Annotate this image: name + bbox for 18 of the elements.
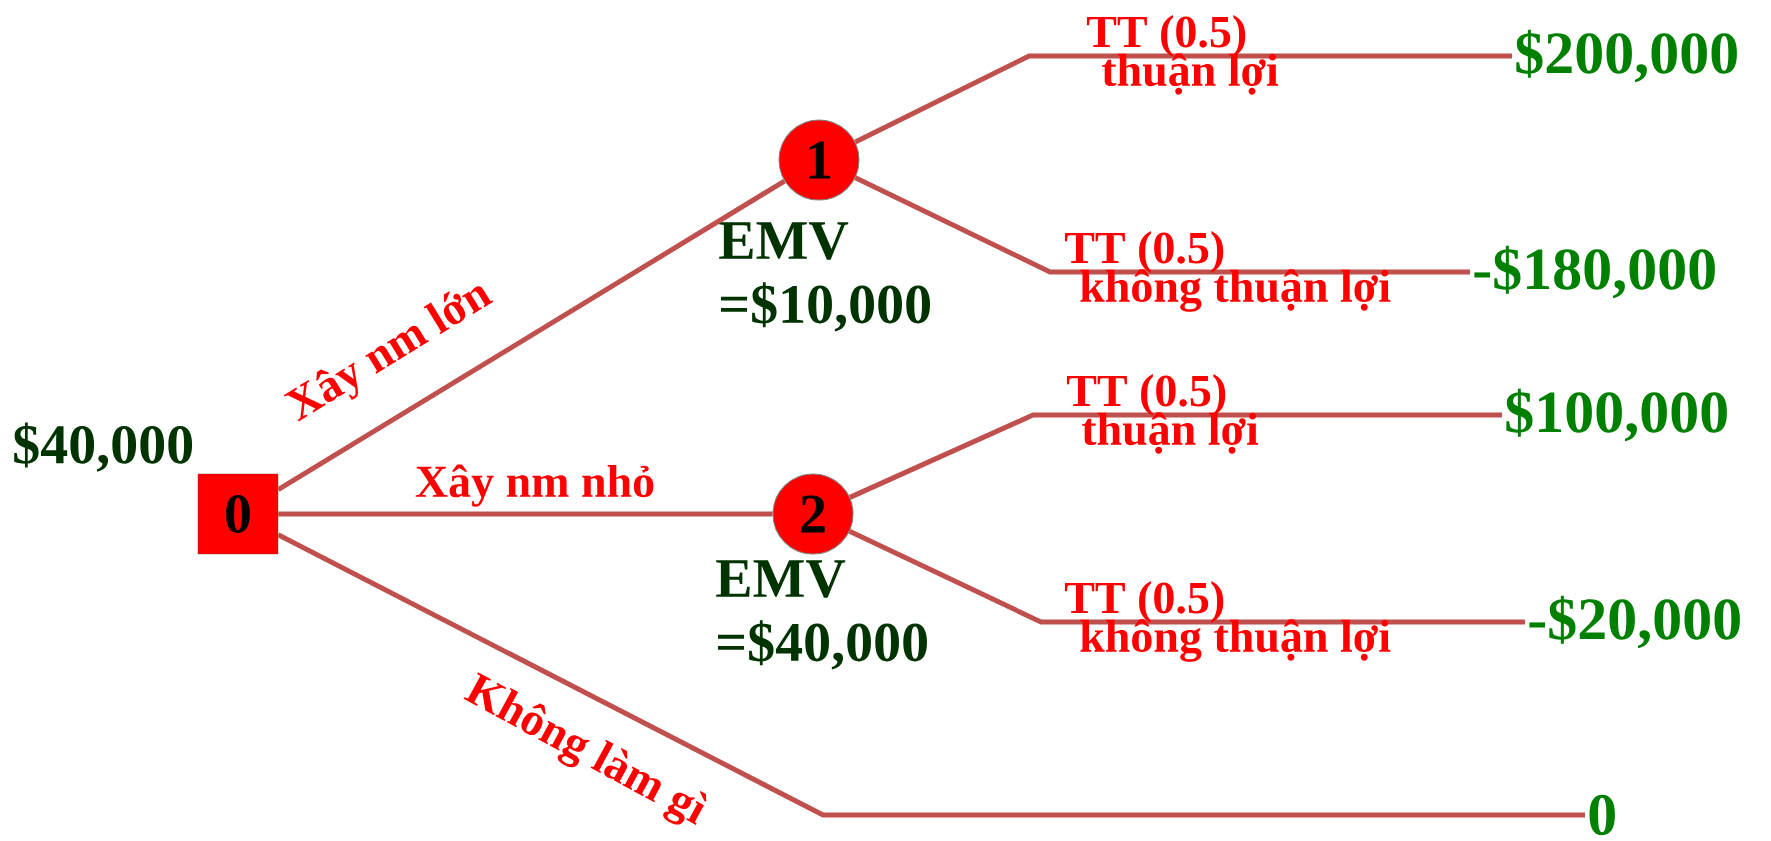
- branch-line: [854, 175, 1470, 275]
- branch-line: [276, 178, 786, 492]
- emv-value: EMV =$40,000: [716, 560, 927, 670]
- branch-line: [277, 532, 1585, 818]
- payoff-value: $200,000: [1516, 29, 1737, 83]
- emv-value: EMV =$10,000: [719, 222, 930, 332]
- branch-line: [848, 529, 1525, 625]
- decision-square: 0: [197, 473, 279, 555]
- emv-value: $40,000: [14, 422, 193, 472]
- payoff-value: -$20,000: [1529, 595, 1740, 649]
- payoff-value: -$180,000: [1474, 245, 1715, 299]
- payoff-value: $100,000: [1506, 388, 1727, 442]
- edge-label: Xây nm lớn: [283, 286, 494, 422]
- branch-line: [278, 511, 773, 517]
- branch-line: [854, 53, 1512, 145]
- payoff-value: 0: [1589, 794, 1615, 836]
- edge-label: Xây nm nhỏ: [415, 464, 654, 507]
- branch-line: [848, 412, 1502, 500]
